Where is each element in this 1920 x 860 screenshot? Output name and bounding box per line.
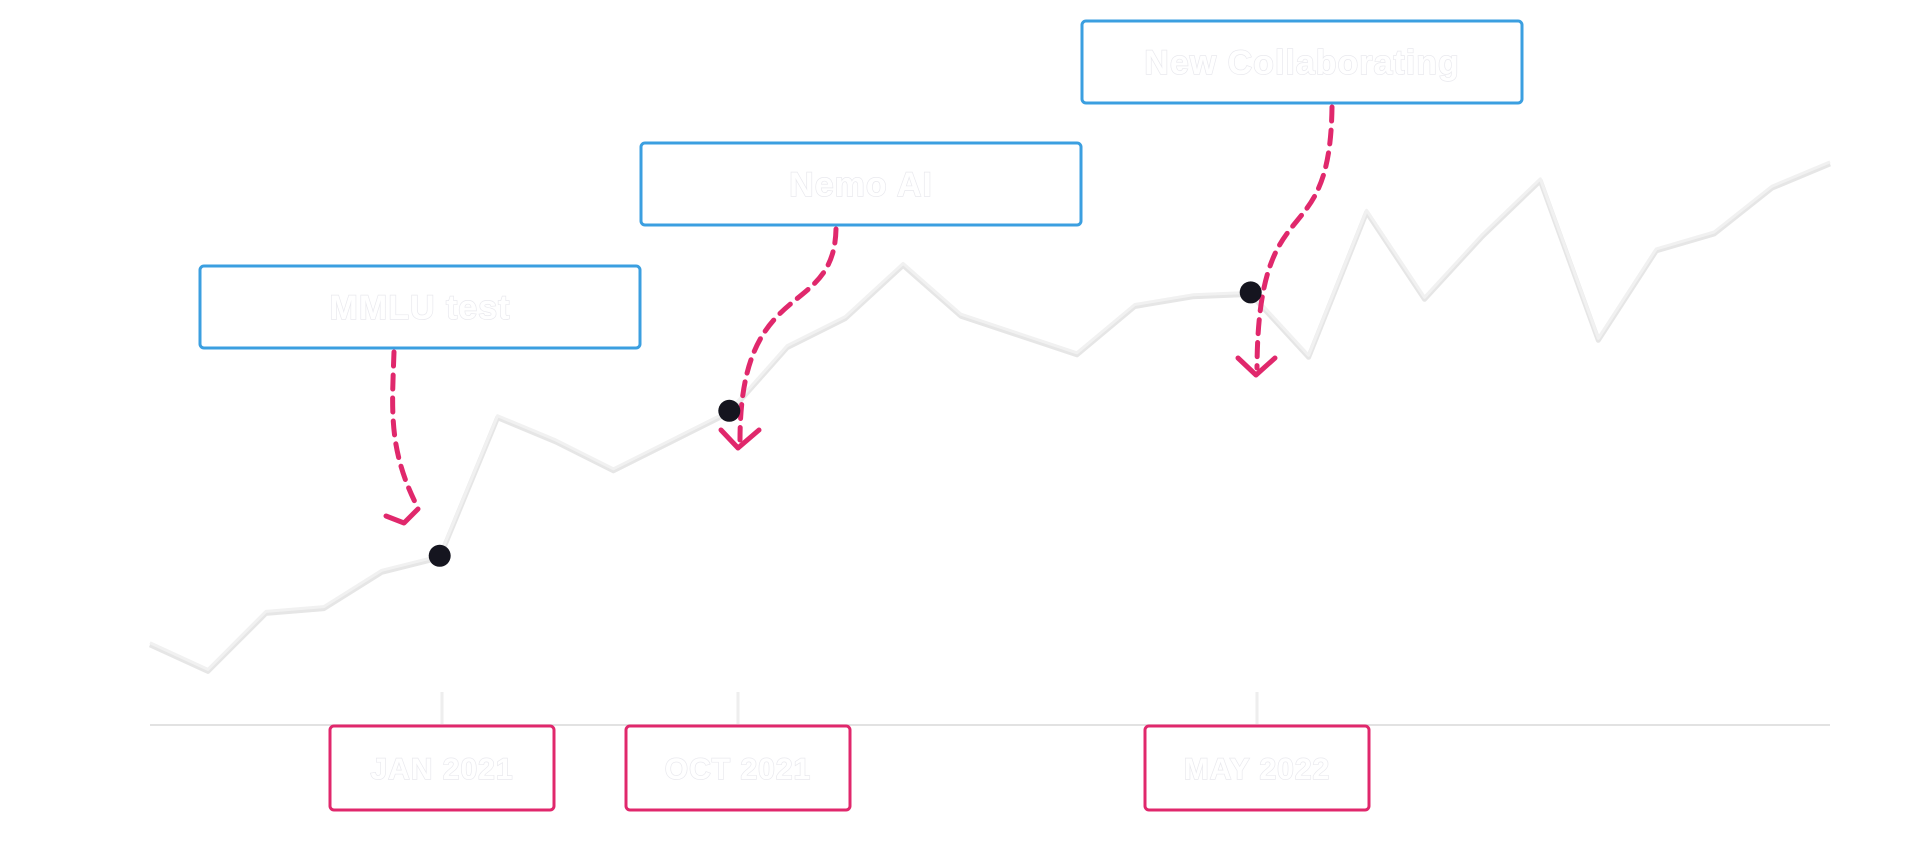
event-mmlu-test: MMLU test JAN 2021 <box>198 264 642 812</box>
event-title-box <box>198 264 642 350</box>
series-line-shadow <box>148 161 1831 674</box>
event-date-box <box>624 724 852 812</box>
event-nemo-ai: Nemo AI OCT 2021 <box>624 141 1083 812</box>
annotation-layer: MMLU test JAN 2021 Nemo AI OCT 2021 <box>198 19 1524 812</box>
event-arrow-head <box>718 427 762 451</box>
event-marker <box>1239 281 1262 304</box>
event-date: MAY 2022 <box>1184 753 1330 786</box>
event-arrow-head <box>383 506 421 526</box>
event-title: New Collaborating <box>1144 44 1459 82</box>
event-title: MMLU test <box>330 289 511 327</box>
event-title-box <box>1080 19 1524 105</box>
series-layer <box>148 160 1831 674</box>
event-arrow <box>1254 104 1335 371</box>
event-date-box <box>328 724 556 812</box>
event-arrow <box>737 226 839 443</box>
event-date-box <box>1143 724 1371 812</box>
event-title-box <box>639 141 1083 227</box>
event-title: Nemo AI <box>789 166 933 204</box>
event-marker <box>428 544 451 567</box>
event-date: OCT 2021 <box>665 753 811 786</box>
event-arrow-head <box>1235 355 1278 378</box>
event-new-collaborating: New Collaborating MAY 2022 <box>1080 19 1524 812</box>
series-line <box>149 160 1831 671</box>
event-arrow <box>390 349 421 511</box>
event-marker <box>718 399 741 422</box>
event-date: JAN 2021 <box>370 753 513 786</box>
